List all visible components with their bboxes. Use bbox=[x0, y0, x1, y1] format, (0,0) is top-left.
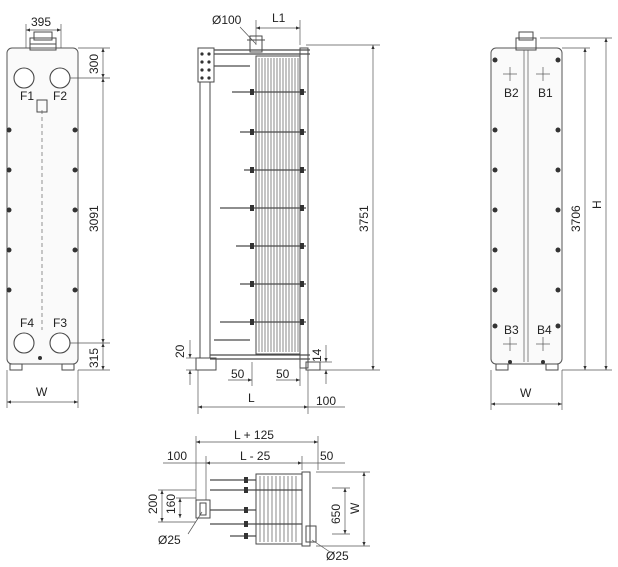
label-b2: B2 bbox=[504, 86, 519, 100]
dim-160: 160 bbox=[164, 494, 178, 514]
dim-hole-right: Ø25 bbox=[326, 549, 349, 563]
front-frame-plate bbox=[6, 47, 79, 365]
dim-rear-width: W bbox=[520, 386, 532, 400]
port-f2 bbox=[49, 67, 71, 89]
dim-inner: L - 25 bbox=[240, 449, 271, 463]
port-f4 bbox=[13, 332, 35, 354]
label-f4: F4 bbox=[20, 316, 34, 330]
port-f3 bbox=[49, 332, 71, 354]
dim-port-span: 3091 bbox=[87, 205, 101, 232]
label-f3: F3 bbox=[53, 316, 67, 330]
port-b3 bbox=[503, 337, 517, 351]
dim-base-offset: 20 bbox=[173, 344, 187, 358]
dim-top-width: W bbox=[348, 502, 362, 514]
label-b4: B4 bbox=[537, 323, 552, 337]
side-view: Ø100 L1 bbox=[173, 11, 380, 414]
dim-right: 50 bbox=[320, 449, 334, 463]
dim-hole-left: Ø25 bbox=[158, 533, 181, 547]
dim-foot-height: 14 bbox=[310, 348, 324, 362]
tie-bolts bbox=[214, 65, 306, 341]
dim-l1: L1 bbox=[272, 11, 286, 25]
label-b1: B1 bbox=[538, 86, 553, 100]
port-b2 bbox=[503, 67, 517, 81]
dim-port-top: 300 bbox=[87, 54, 101, 74]
dim-front-width: W bbox=[36, 385, 48, 399]
dim-rear-height: 3706 bbox=[569, 205, 583, 232]
dim-side-height: 3751 bbox=[357, 205, 371, 232]
label-f2: F2 bbox=[53, 89, 67, 103]
label-b3: B3 bbox=[504, 323, 519, 337]
top-view: L + 125 100 L - 25 50 bbox=[146, 428, 370, 563]
port-b4 bbox=[536, 337, 550, 351]
dim-650: 650 bbox=[329, 504, 343, 524]
front-view: 395 F1 F2 F4 F3 bbox=[6, 15, 110, 408]
label-f1: F1 bbox=[20, 89, 34, 103]
rear-view: B2 B1 B3 B4 3706 H W bbox=[490, 31, 612, 410]
plate-pack-lines bbox=[258, 58, 299, 352]
dim-length: L bbox=[248, 391, 255, 405]
rear-frame-plate bbox=[490, 47, 563, 365]
dim-clearance: 100 bbox=[316, 394, 336, 408]
dim-top-width: 395 bbox=[31, 15, 51, 29]
dim-total: L + 125 bbox=[234, 428, 274, 442]
dim-foot-right: 50 bbox=[276, 367, 290, 381]
dim-total-height: H bbox=[590, 200, 604, 209]
dim-left: 100 bbox=[167, 449, 187, 463]
port-f1 bbox=[13, 67, 35, 89]
port-b1 bbox=[536, 67, 550, 81]
dim-port-bottom: 315 bbox=[87, 348, 101, 368]
dim-200: 200 bbox=[146, 494, 160, 514]
dim-pipe-dia: Ø100 bbox=[212, 13, 242, 27]
dim-foot-left: 50 bbox=[231, 367, 245, 381]
